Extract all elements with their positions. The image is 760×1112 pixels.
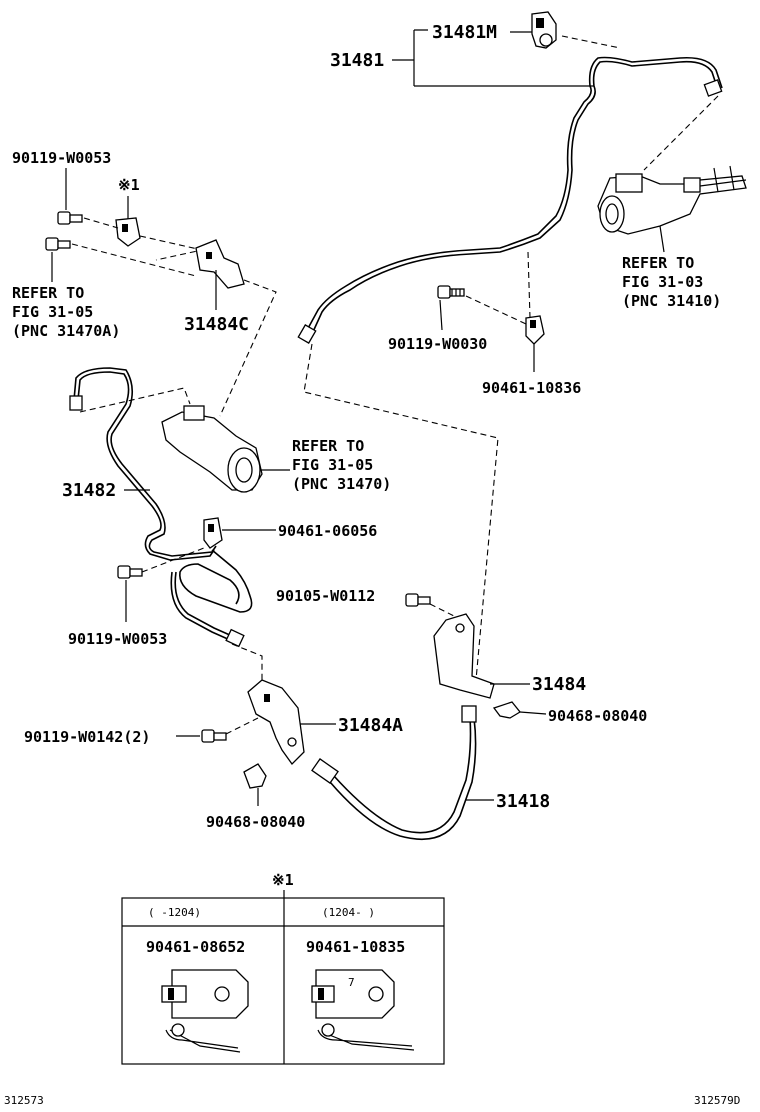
- label-31481M: 31481M: [432, 22, 497, 43]
- clutch-master-cylinder: [597, 95, 747, 253]
- variant-table: ※1 ( -1204) (1204- ) 90461-08652 90461-1…: [121, 871, 445, 1065]
- clutch-pipe-31481: [297, 56, 723, 344]
- bolt-90105-W0112: [405, 593, 431, 607]
- clip-star1: [115, 217, 141, 247]
- table-col2-header: (1204- ): [322, 906, 375, 919]
- label-31418: 31418: [496, 791, 550, 812]
- label-90105-W0112: 90105-W0112: [276, 587, 375, 605]
- table-col1-header: ( -1204): [148, 906, 201, 919]
- table-star-marker: ※1: [272, 871, 294, 889]
- bolt-90119-W0053-mid: [117, 565, 143, 579]
- refer-a-line2: FIG 31-05: [12, 303, 93, 321]
- table-col2-part: 90461-10835: [306, 938, 405, 956]
- bolt-90119-W0053-top: [57, 211, 83, 225]
- footer-left-code: 312573: [4, 1094, 44, 1107]
- label-90119-W0030: 90119-W0030: [388, 335, 487, 353]
- clutch-pipe-31482: [69, 367, 253, 648]
- label-90119-W0142: 90119-W0142(2): [24, 728, 150, 746]
- bolt-refer-31470A: [45, 237, 71, 251]
- bracket-31484: [433, 613, 495, 699]
- clamp-90461-06056: [203, 517, 223, 549]
- refer-b-line2: FIG 31-03: [622, 273, 703, 291]
- clamp-90461-10836: [525, 315, 545, 345]
- bracket-31484C: [195, 239, 245, 289]
- bolt-90119-W0030: [437, 285, 465, 299]
- label-31482: 31482: [62, 480, 116, 501]
- label-31481: 31481: [330, 50, 384, 71]
- bolt-90119-W0142: [201, 729, 227, 743]
- clip-90461-08652: [161, 969, 249, 1053]
- label-90468-08040-bottom: 90468-08040: [206, 813, 305, 831]
- refer-c-line3: (PNC 31470): [292, 475, 391, 493]
- refer-b-line1: REFER TO: [622, 254, 694, 272]
- clip-90468-08040-bottom: [243, 763, 267, 789]
- clip-variant-mark: 7: [348, 976, 355, 989]
- bracket-31484A: [247, 679, 305, 766]
- label-90468-08040-right: 90468-08040: [548, 707, 647, 725]
- clip-90461-10835: 7: [311, 969, 415, 1051]
- table-col1-part: 90461-08652: [146, 938, 245, 956]
- refer-a-line1: REFER TO: [12, 284, 84, 302]
- label-90461-10836: 90461-10836: [482, 379, 581, 397]
- label-90119-W0053-top: 90119-W0053: [12, 149, 111, 167]
- clip-31481M: [531, 11, 557, 49]
- refer-a-line3: (PNC 31470A): [12, 322, 120, 340]
- footer-right-code: 312579D: [694, 1094, 740, 1107]
- label-90119-W0053-mid: 90119-W0053: [68, 630, 167, 648]
- refer-c-line1: REFER TO: [292, 437, 364, 455]
- label-31484: 31484: [532, 674, 586, 695]
- label-90461-06056: 90461-06056: [278, 522, 377, 540]
- refer-b-line3: (PNC 31410): [622, 292, 721, 310]
- flexible-hose-31418: [311, 705, 477, 840]
- clutch-release-cylinder: [161, 405, 290, 493]
- label-31484A: 31484A: [338, 715, 403, 736]
- star-marker: ※1: [118, 176, 140, 194]
- label-31484C: 31484C: [184, 314, 249, 335]
- refer-c-line2: FIG 31-05: [292, 456, 373, 474]
- clip-90468-08040-right: [492, 701, 521, 719]
